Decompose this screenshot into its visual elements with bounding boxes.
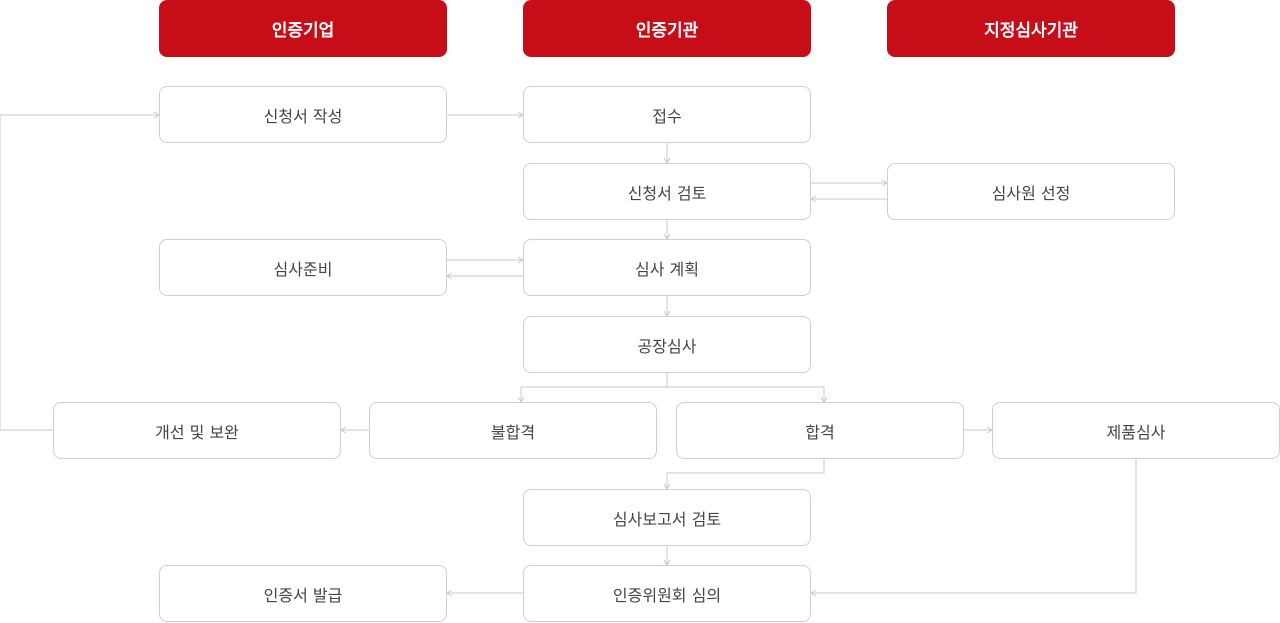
step-application-write: 신청서 작성 [159,86,447,143]
connector-factory-to-fail [520,386,667,402]
arrowhead [446,589,453,597]
column-header-designated-agency: 지정심사기관 [887,0,1175,57]
step-report-review: 심사보고서 검토 [523,489,811,546]
connector-factory-to-pass [667,386,825,402]
step-factory-audit: 공장심사 [523,316,811,373]
arrowhead [340,426,347,434]
connector-product-to-committee [811,458,1137,594]
step-improvement: 개선 및 보완 [53,402,341,459]
step-committee-review: 인증위원회 심의 [523,565,811,622]
step-pass: 합격 [676,402,964,459]
arrowhead [810,589,817,597]
arrowhead [810,195,817,203]
step-audit-plan: 심사 계획 [523,239,811,296]
step-product-test: 제품심사 [992,402,1280,459]
column-header-company: 인증기업 [159,0,447,57]
connector-pass-to-report [666,458,825,489]
step-fail: 불합격 [369,402,657,459]
arrowhead [446,272,453,280]
step-audit-prep: 심사준비 [159,239,447,296]
step-receipt: 접수 [523,86,811,143]
step-application-review: 신청서 검토 [523,163,811,220]
column-header-agency: 인증기관 [523,0,811,57]
connector-improvement-to-application [0,114,159,431]
step-auditor-selection: 심사원 선정 [887,163,1175,220]
step-cert-issue: 인증서 발급 [159,565,447,622]
